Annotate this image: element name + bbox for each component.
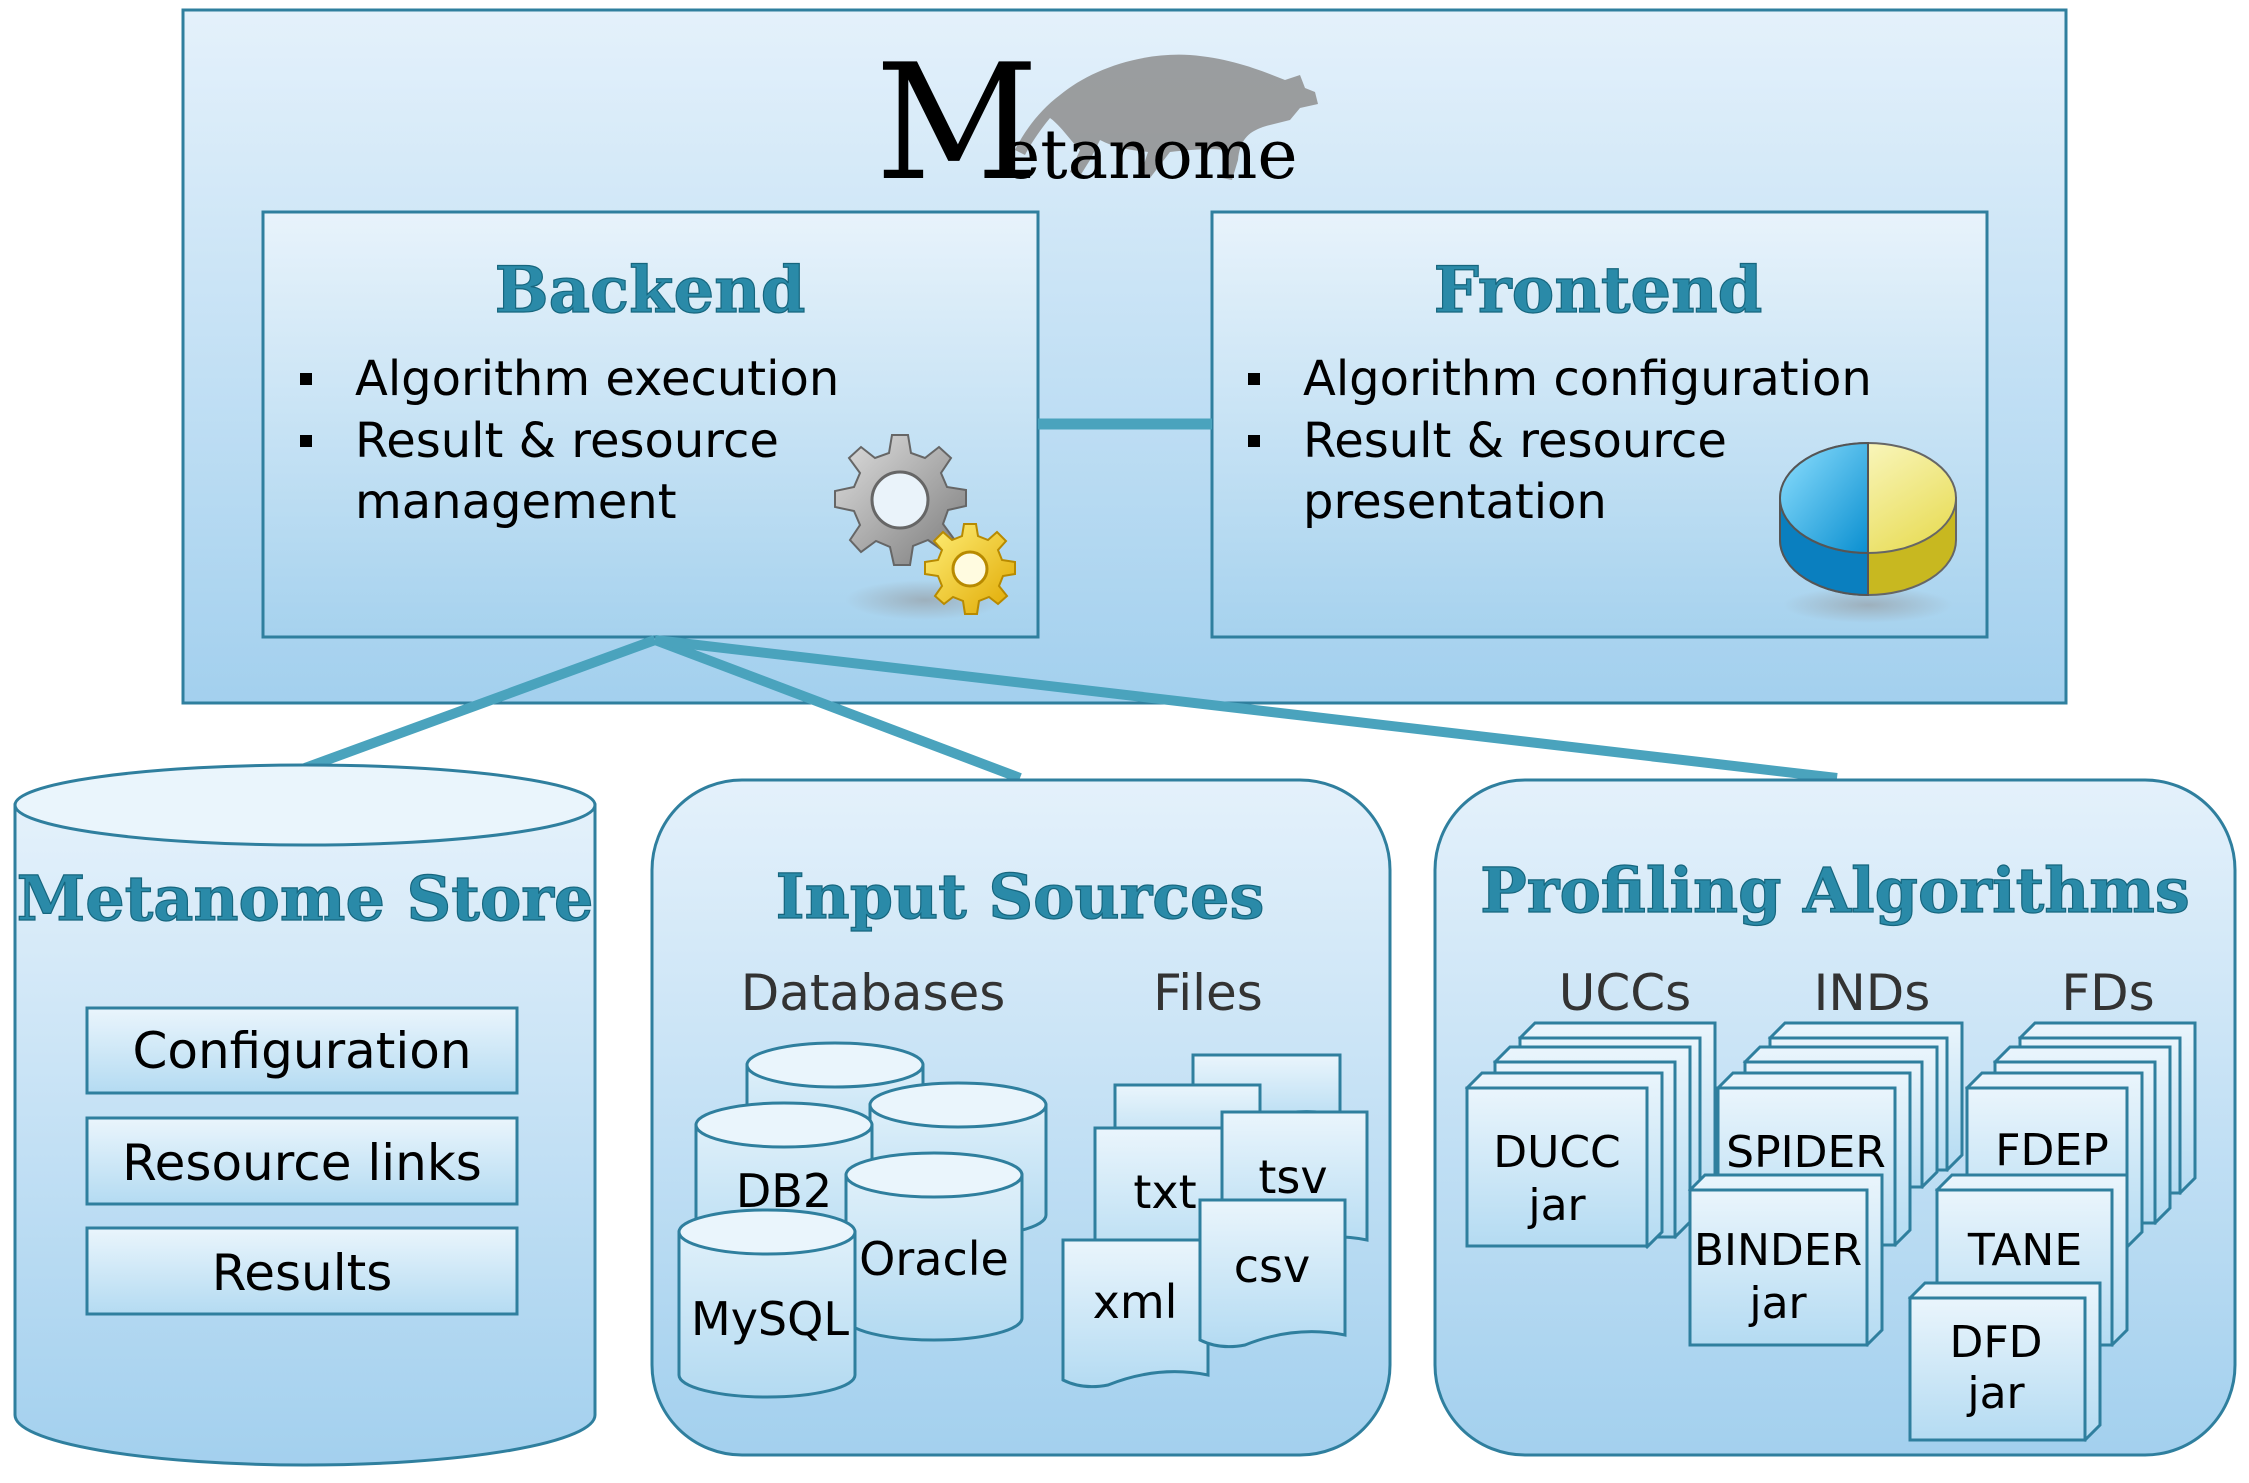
file-label-xml: xml <box>1093 1275 1178 1329</box>
store-title: Metanome Store <box>17 862 594 935</box>
databases-label: Databases <box>741 964 1006 1022</box>
inputs-title: Input Sources <box>776 860 1265 933</box>
backend-item-3: management <box>355 474 677 530</box>
jar-label-ducc-jar: jar <box>1527 1180 1586 1231</box>
file-label-txt: txt <box>1133 1165 1196 1219</box>
store-entry-results <box>85 1226 519 1316</box>
metanome-logo: M etanome <box>875 29 1318 216</box>
store-entry-resource-links <box>85 1116 519 1206</box>
bullet-icon <box>300 435 312 447</box>
backend-item-2: Result & resource <box>355 413 779 469</box>
jar-label-dfd: DFD <box>1949 1317 2042 1368</box>
database-cylinder-mysql: MySQL <box>677 1208 857 1399</box>
store-entry-label: Configuration <box>132 1022 471 1080</box>
metanome-store: Metanome Store Configuration Resource li… <box>13 763 597 1467</box>
file-label-csv: csv <box>1234 1239 1310 1293</box>
jar-label-dfd-jar: jar <box>1966 1368 2025 1419</box>
profiling-algorithms: Profiling Algorithms UCCs INDs FDs DUCC … <box>1433 778 2237 1457</box>
connector-to-store <box>303 635 657 773</box>
connector-to-inputs <box>653 635 1022 783</box>
backend-title: Backend <box>495 253 806 328</box>
backend-box <box>261 210 1040 639</box>
frontend-item-2: Result & resource <box>1303 413 1727 469</box>
category-inds: INDs <box>1814 964 1931 1022</box>
frontend-title: Frontend <box>1434 253 1763 328</box>
algorithms-title: Profiling Algorithms <box>1480 854 2190 927</box>
jar-label-fdep: FDEP <box>1995 1125 2109 1176</box>
logo-rest: etanome <box>1000 116 1298 195</box>
jar-label-ducc: DUCC <box>1493 1127 1621 1178</box>
wolf-logo-icon <box>1015 54 1318 180</box>
connector-to-algorithms <box>654 635 1838 783</box>
bullet-icon <box>1248 373 1260 385</box>
db-label-mysql: MySQL <box>691 1292 849 1346</box>
category-uccs: UCCs <box>1559 964 1691 1022</box>
bullet-icon <box>300 373 312 385</box>
gears-icon <box>834 434 1016 620</box>
logo-big-letter: M <box>875 29 1039 216</box>
jar-stack-fds <box>1907 1021 2197 1443</box>
store-entry-configuration <box>85 1006 519 1095</box>
input-sources: Input Sources Databases Files DB2 Oracle <box>650 778 1392 1457</box>
category-fds: FDs <box>2061 964 2154 1022</box>
pie-chart-icon <box>1778 441 1957 623</box>
bullet-icon <box>1248 435 1260 447</box>
jar-label-spider: SPIDER <box>1726 1127 1886 1178</box>
frontend-item-3: presentation <box>1303 474 1607 530</box>
file-icon-xml: xml <box>1061 1238 1210 1389</box>
file-icon-csv: csv <box>1198 1198 1347 1349</box>
db-label-oracle: Oracle <box>859 1232 1009 1286</box>
jar-label-binder: BINDER <box>1694 1225 1862 1276</box>
store-entry-label: Results <box>212 1244 393 1302</box>
jar-label-binder-jar: jar <box>1748 1278 1807 1329</box>
database-cylinder-oracle: Oracle <box>844 1151 1024 1342</box>
jar-stack-inds <box>1687 1021 1964 1348</box>
backend-item-1: Algorithm execution <box>355 351 839 407</box>
file-label-tsv: tsv <box>1258 1150 1327 1204</box>
frontend-item-1: Algorithm configuration <box>1303 351 1872 407</box>
store-entry-label: Resource links <box>122 1134 482 1192</box>
jar-label-tane: TANE <box>1967 1225 2082 1276</box>
jar-stack-uccs <box>1464 1021 1717 1250</box>
files-label: Files <box>1153 964 1263 1022</box>
